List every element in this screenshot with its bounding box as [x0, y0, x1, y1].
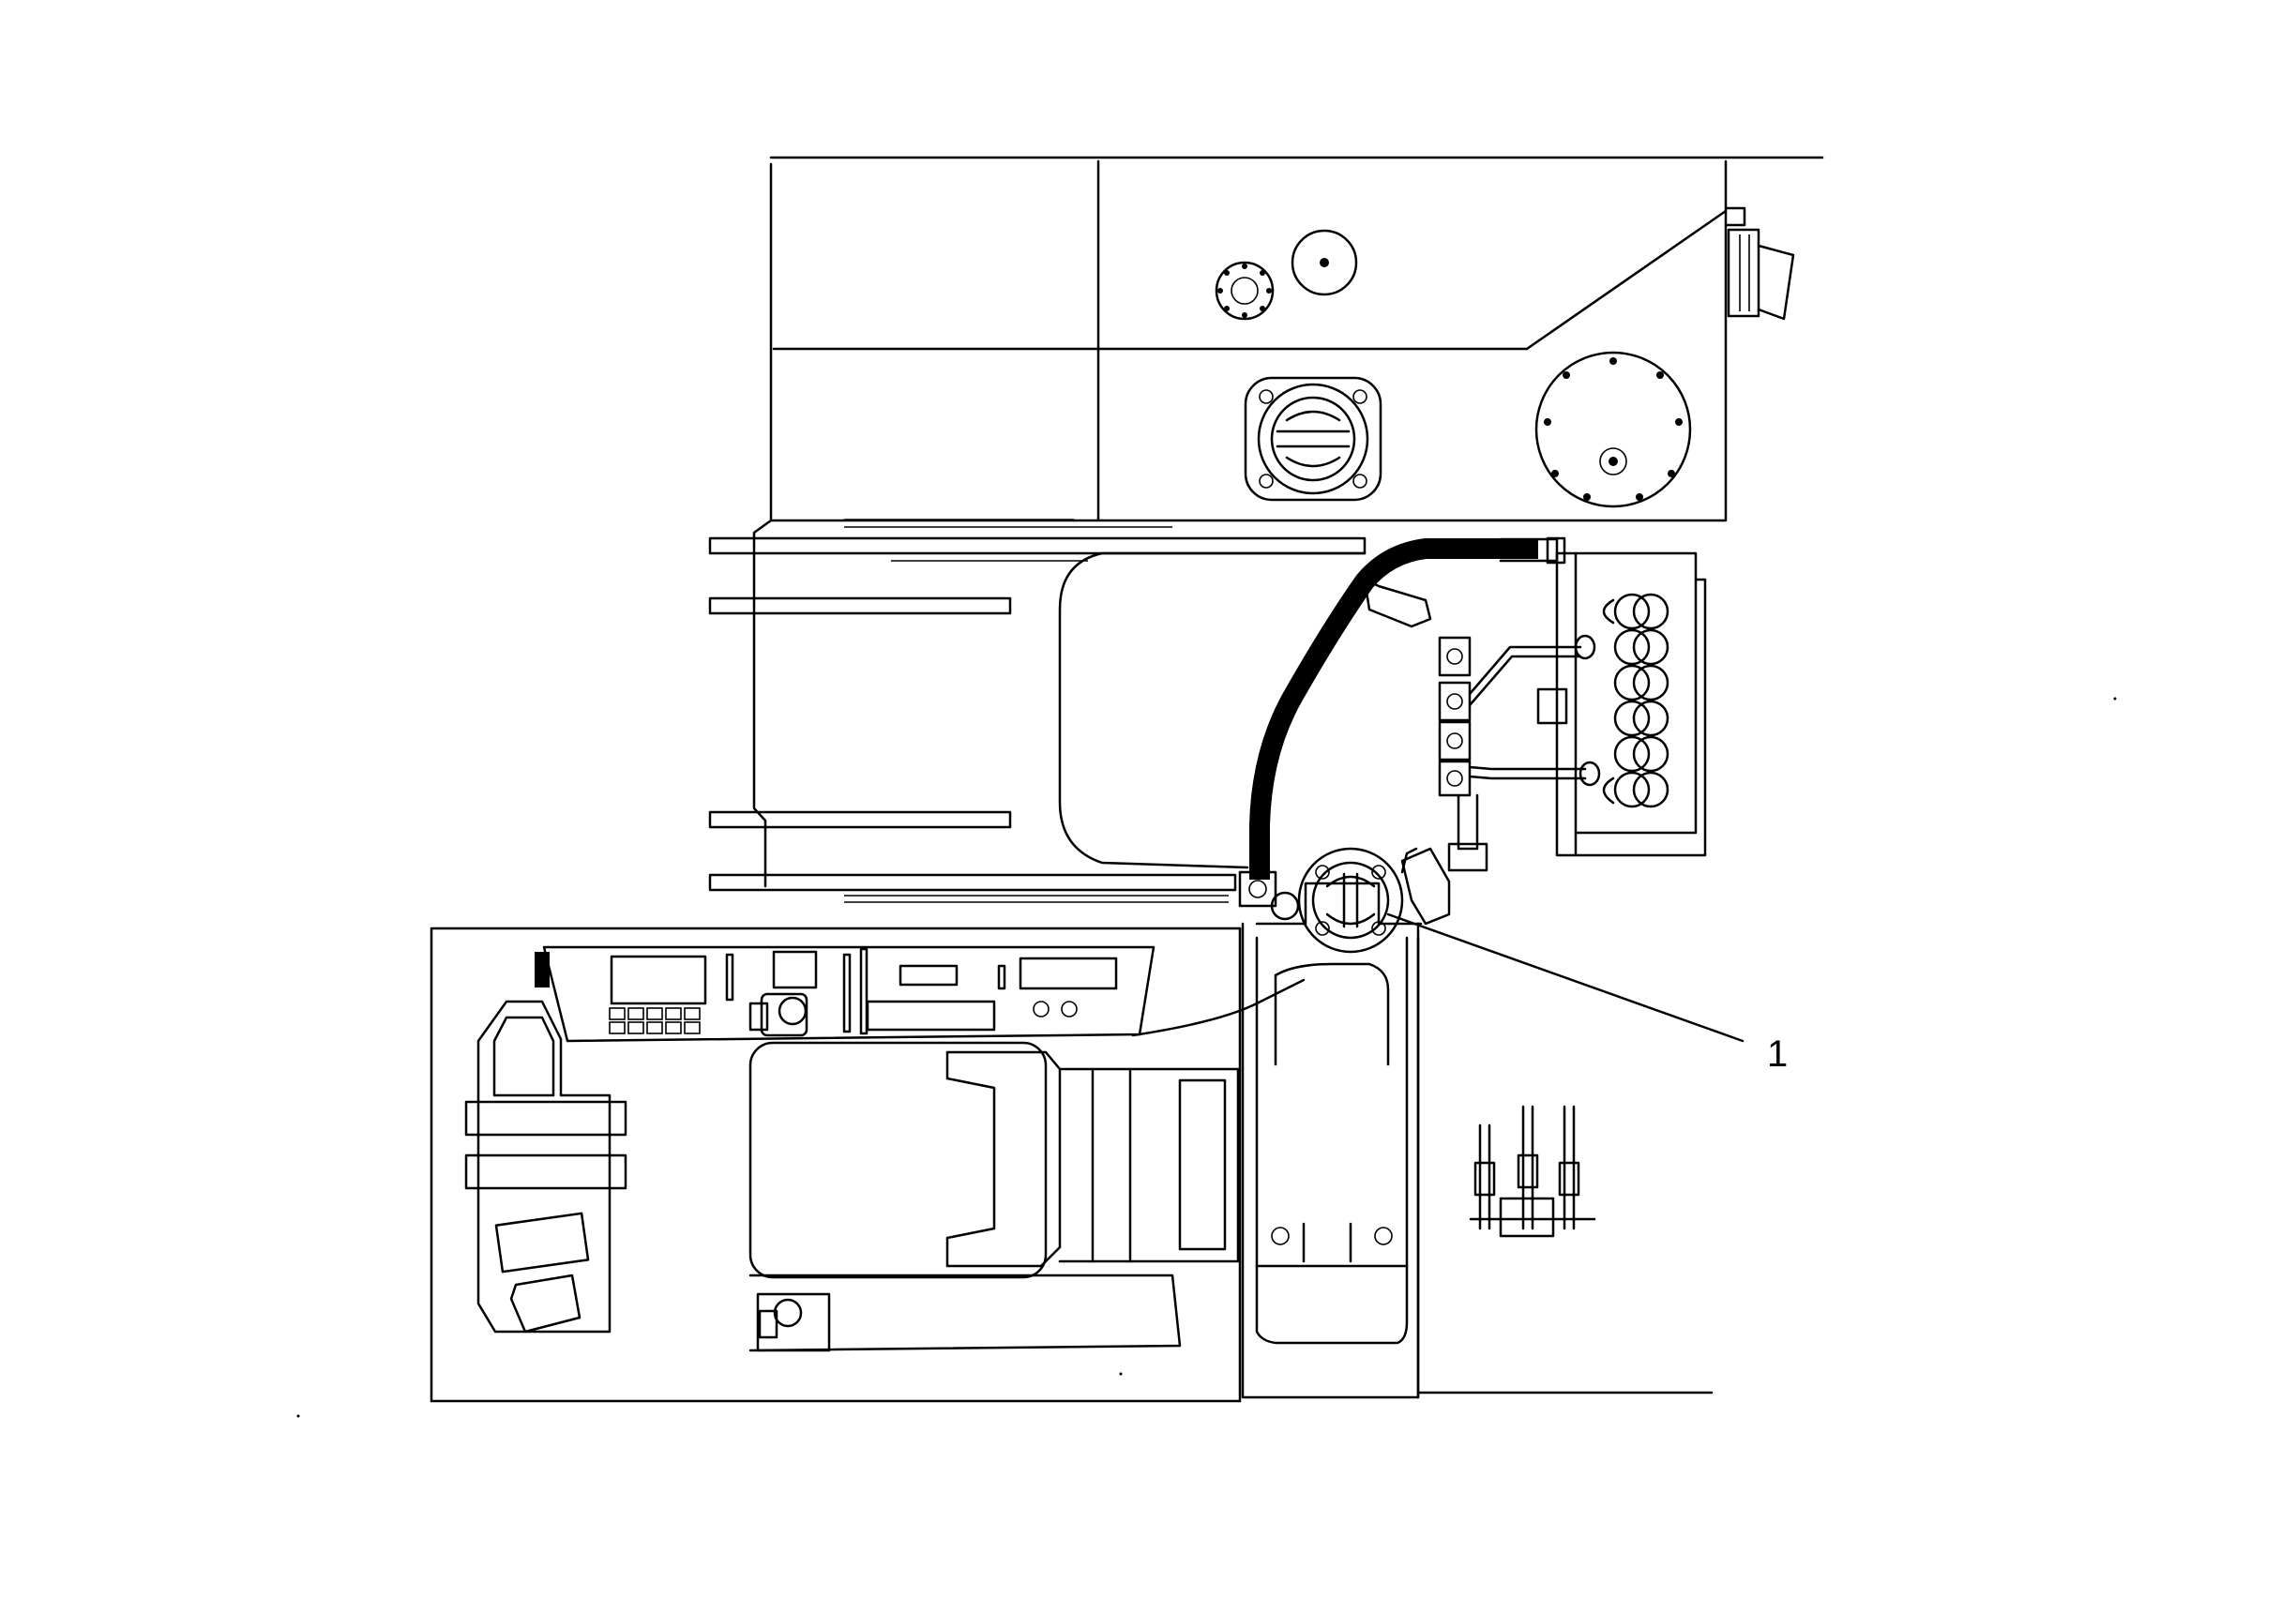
scan-speck — [1119, 1372, 1123, 1376]
seat-frame — [708, 519, 1367, 903]
left-side-console — [464, 1000, 627, 1334]
fuel-line-brackets — [1438, 634, 1601, 872]
side-fitting — [1727, 228, 1795, 321]
large-inspection-cover — [1534, 351, 1692, 508]
callout-label-1: 1 — [1767, 1033, 1789, 1075]
joystick-left-upper — [748, 992, 808, 1037]
operator-seat — [748, 1041, 1240, 1352]
manifold-block — [1536, 551, 1707, 857]
joystick-left-lower — [756, 1292, 831, 1352]
filler-cap-assembly — [1244, 376, 1382, 502]
round-cover — [1291, 229, 1358, 296]
cab-floor — [430, 927, 1714, 1403]
callout-leader-line — [1386, 912, 1745, 1043]
valve-cluster — [1469, 1105, 1596, 1238]
injector-coil-stack — [1602, 593, 1669, 808]
scan-speck — [2113, 697, 2117, 701]
keypad — [609, 1007, 701, 1034]
scan-speck — [296, 1414, 300, 1418]
fuel-tank-housing — [1241, 922, 1420, 1399]
flange-port — [1215, 261, 1275, 321]
pump-assembly — [1255, 847, 1451, 954]
fuel-hose — [1238, 536, 1566, 908]
upper-hull-block — [769, 156, 1824, 522]
control-console — [535, 945, 1306, 1043]
